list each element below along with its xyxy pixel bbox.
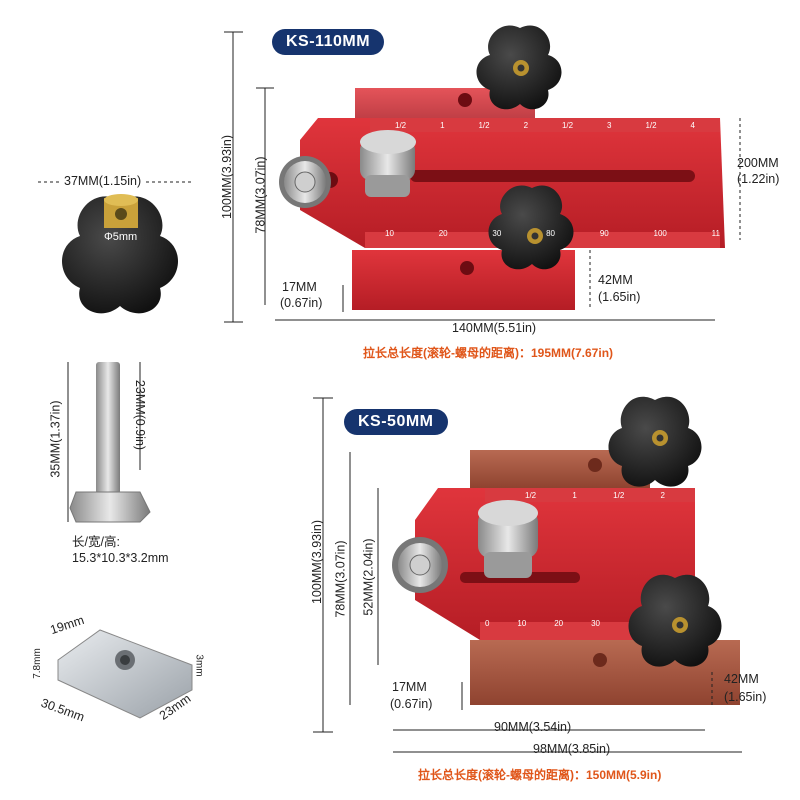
ruler-tick-label: 1/2	[645, 121, 657, 130]
ruler-tick-label: 2	[660, 491, 665, 500]
star-knob-part	[62, 194, 178, 314]
knob-width-label: 37MM(1.15in)	[62, 174, 144, 189]
ruler-tick-label: 30	[591, 619, 600, 628]
ruler-tick-label: 90	[599, 229, 609, 238]
small-roller-bearing	[392, 537, 448, 593]
small-foot-height-in-label: (0.67in)	[390, 697, 433, 711]
large-height-total-label: 100MM(3.93in)	[220, 134, 235, 220]
small-bottom-ruler: 0 10 20 30	[485, 619, 600, 629]
small-foot-height-label: 17MM	[392, 680, 427, 694]
small-height-total-label: 100MM(3.93in)	[310, 519, 325, 605]
ruler-tick-label: 2	[523, 121, 529, 130]
ruler-tick-label: 10	[385, 229, 394, 238]
large-knob-bottom	[488, 185, 574, 270]
bolt-head-size: 15.3*10.3*3.2mm	[72, 551, 169, 565]
small-height-slot-label: 78MM(3.07in)	[333, 540, 348, 618]
model-badge-small: KS-50MM	[344, 409, 448, 435]
ruler-tick-label: 30	[492, 229, 502, 238]
t-bolt-part	[69, 362, 151, 523]
knob-thread-label: Φ5mm	[104, 231, 138, 243]
ruler-tick-label: 1/2	[561, 121, 574, 130]
large-knurled-screw	[360, 130, 416, 197]
bolt-thread-length-label: 23MM(0.9in)	[133, 379, 148, 451]
small-knob-top	[608, 396, 702, 487]
ruler-tick-label: 1/2	[478, 121, 490, 130]
large-height-slot-label: 78MM(3.07in)	[253, 156, 268, 234]
dimension-lines	[38, 31, 742, 753]
ruler-tick-label: 1/2	[525, 491, 537, 500]
ruler-tick-label: 20	[438, 229, 448, 238]
small-knurled-screw	[478, 500, 538, 578]
bolt-length-label: 35MM(1.37in)	[48, 400, 63, 478]
ruler-tick-label: 80	[546, 229, 556, 238]
slider-height-right-label: 3mm	[193, 654, 205, 677]
slider-height-left-label: 7.8mm	[31, 648, 43, 679]
large-knob-offset-label: 42MM	[598, 273, 633, 287]
small-knob-offset-label: 42MM	[724, 672, 759, 686]
ruler-tick-label: 1/2	[613, 491, 625, 500]
large-stretch-note: 拉长总长度(滚轮-螺母的距离)：195MM(7.67in)	[363, 346, 614, 360]
large-rail-width-label: 200MM	[737, 156, 779, 170]
ruler-tick-label: 0	[485, 619, 490, 628]
ruler-tick-label: 100	[653, 229, 667, 238]
ruler-tick-label: 10	[517, 619, 527, 628]
small-stretch-note: 拉长总长度(滚轮-螺母的距离)：150MM(5.9in)	[418, 768, 662, 782]
small-height-inner-label: 52MM(2.04in)	[361, 538, 376, 616]
large-knob-offset-in-label: (1.65in)	[598, 290, 641, 304]
large-foot-height-in-label: (0.67in)	[280, 296, 323, 310]
large-foot-height-label: 17MM	[282, 280, 317, 294]
ruler-tick-label: 1/2	[395, 121, 407, 130]
small-length-inner-label: 90MM(3.54in)	[494, 720, 572, 734]
large-top-ruler: 1/2 1 1/2 2 1/2 3 1/2 4	[395, 121, 695, 131]
bolt-head-label: 长/宽/高:	[72, 535, 120, 549]
small-length-total-label: 98MM(3.85in)	[533, 742, 611, 756]
large-knob-top	[476, 25, 562, 110]
ruler-tick-label: 4	[690, 121, 695, 130]
large-length-label: 140MM(5.51in)	[452, 321, 537, 335]
small-knob-offset-in-label: (1.65in)	[724, 690, 767, 704]
large-rail-width-in-label: (1.22in)	[737, 172, 780, 186]
small-knob-bottom	[628, 574, 722, 667]
ruler-tick-label: 1	[440, 121, 445, 130]
ruler-tick-label: 20	[554, 619, 564, 628]
large-roller-bearing	[279, 156, 331, 208]
ruler-tick-label: 11	[711, 229, 720, 238]
large-bottom-ruler: 10 20 30 80 90 100 11	[385, 229, 720, 239]
model-badge-large: KS-110MM	[272, 29, 385, 55]
t-slider-part	[57, 629, 193, 719]
small-top-ruler: 1/2 1 1/2 2	[525, 491, 665, 501]
ruler-tick-label: 1	[572, 491, 577, 500]
ruler-tick-label: 3	[607, 121, 612, 130]
